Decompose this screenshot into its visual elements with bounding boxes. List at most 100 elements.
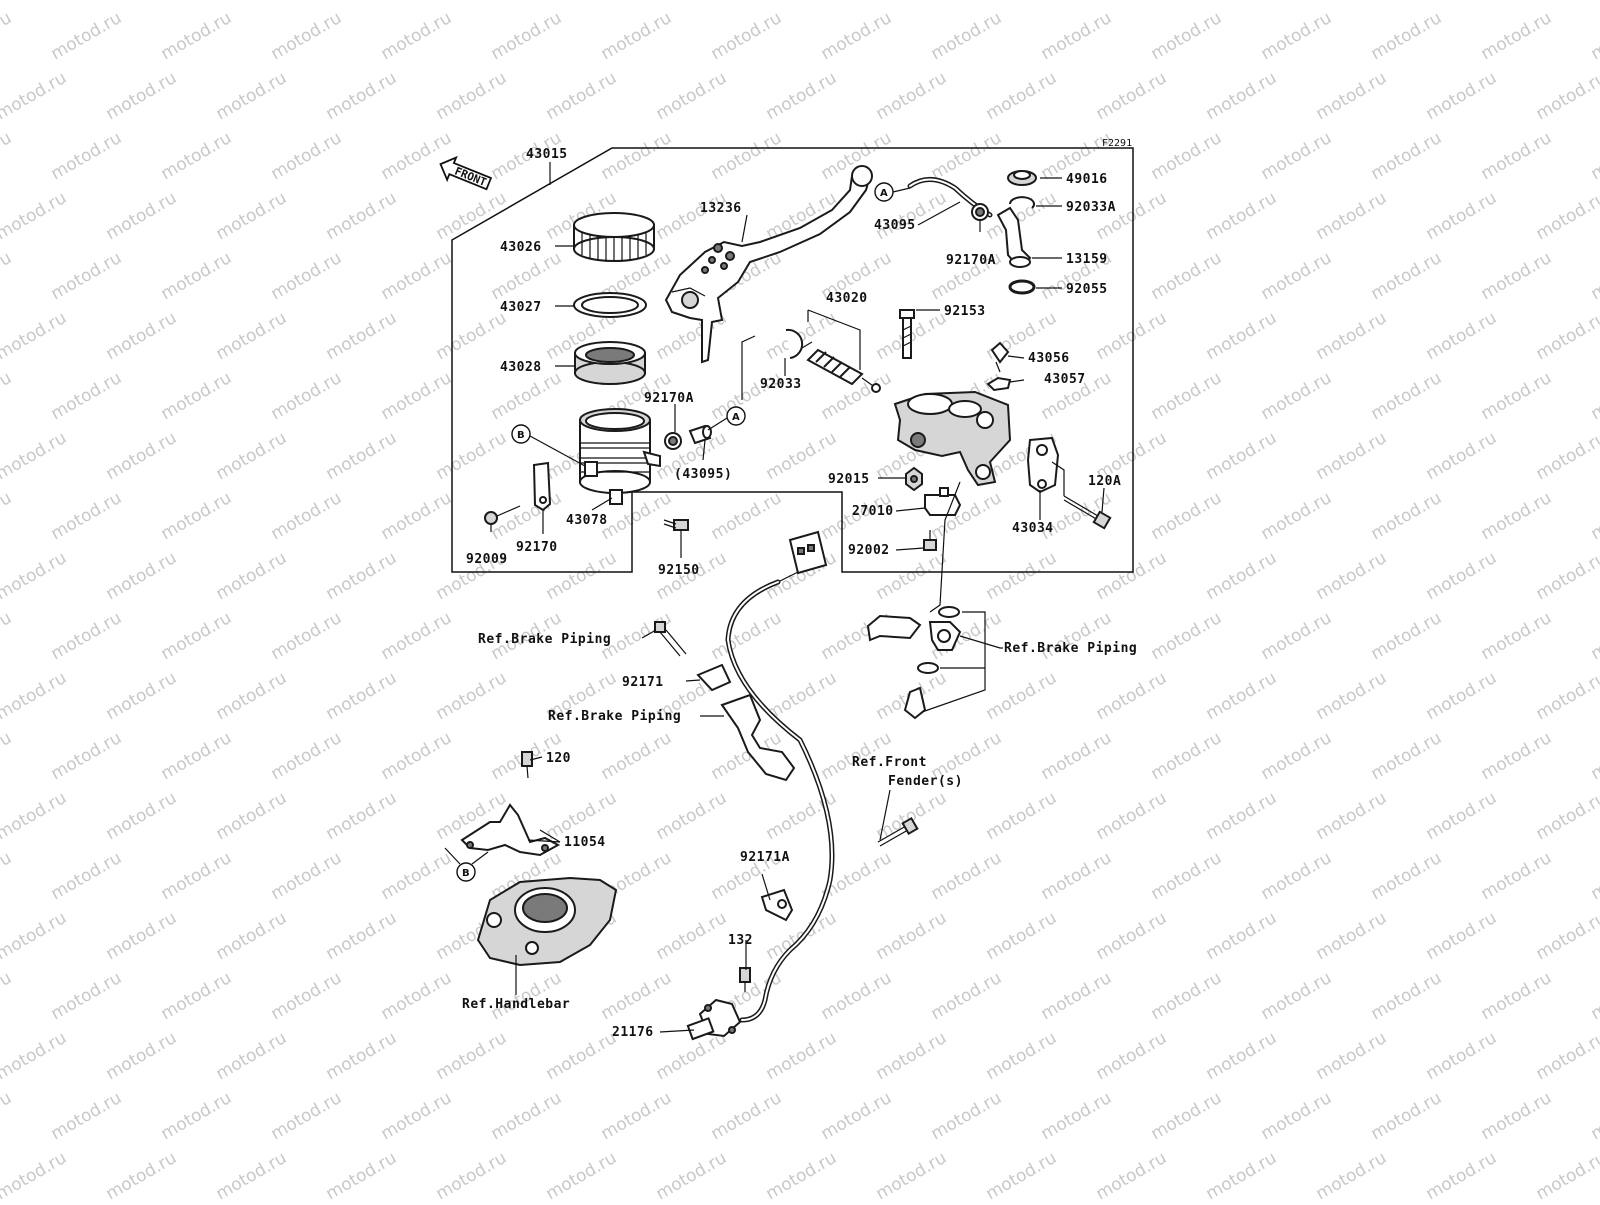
watermark-text: motod.ru — [103, 788, 181, 844]
label-43020: 43020 — [826, 291, 868, 306]
watermark-text: motod.ru — [1368, 728, 1446, 784]
front-label: FRONT — [453, 165, 489, 190]
watermark-text: motod.ru — [0, 248, 15, 304]
watermark-text: motod.ru — [268, 608, 346, 664]
watermark-text: motod.ru — [873, 68, 951, 124]
label-43034: 43034 — [1012, 521, 1054, 536]
watermark-text: motod.ru — [653, 788, 731, 844]
label-92153: 92153 — [944, 304, 986, 319]
watermark-text: motod.ru — [213, 0, 291, 4]
watermark-text: motod.ru — [1313, 788, 1391, 844]
watermark-text: motod.ru — [1533, 788, 1600, 844]
watermark-text: motod.ru — [213, 428, 291, 484]
watermark-text: motod.ru — [103, 908, 181, 964]
watermark-text: motod.ru — [0, 968, 15, 1024]
watermark-text: motod.ru — [378, 728, 456, 784]
watermark-text: motod.ru — [1203, 548, 1281, 604]
watermark-text: motod.ru — [598, 8, 676, 64]
watermark-text: motod.ru — [1203, 1148, 1281, 1200]
lever-pivot-bolt — [900, 310, 914, 358]
label-92150: 92150 — [658, 563, 700, 578]
watermark-text: motod.ru — [378, 968, 456, 1024]
watermark-text: motod.ru — [1478, 1088, 1556, 1144]
watermark-text: motod.ru — [433, 188, 511, 244]
watermark-text: motod.ru — [378, 848, 456, 904]
watermark-text: motod.ru — [488, 1088, 566, 1144]
watermark-text: motod.ru — [1533, 68, 1600, 124]
watermark-text: motod.ru — [378, 488, 456, 544]
watermark-text: motod.ru — [0, 428, 70, 484]
watermark-text: motod.ru — [323, 1148, 401, 1200]
watermark-text: motod.ru — [1423, 1028, 1501, 1084]
label-92171a: 92171A — [740, 850, 790, 865]
watermark-text: motod.ru — [1258, 368, 1336, 424]
watermark-text: motod.ru — [1478, 968, 1556, 1024]
watermark-text: motod.ru — [983, 908, 1061, 964]
watermark-text: motod.ru — [103, 0, 181, 4]
watermark-text: motod.ru — [1093, 548, 1171, 604]
watermark-text: motod.ru — [0, 368, 15, 424]
watermark-text: motod.ru — [0, 1028, 70, 1084]
watermark-text: motod.ru — [103, 188, 181, 244]
watermark-text: motod.ru — [983, 548, 1061, 604]
watermark-text: motod.ru — [1203, 668, 1281, 724]
watermark-text: motod.ru — [48, 848, 126, 904]
watermark-text: motod.ru — [213, 788, 291, 844]
watermark-text: motod.ru — [323, 668, 401, 724]
label-92033: 92033 — [760, 377, 802, 392]
label-132: 132 — [728, 933, 753, 948]
watermark-text: motod.ru — [653, 188, 731, 244]
watermark-text: motod.ru — [1423, 548, 1501, 604]
watermark-text: motod.ru — [0, 0, 70, 4]
watermark-text: motod.ru — [983, 1028, 1061, 1084]
watermark-text: motod.ru — [378, 1088, 456, 1144]
watermark-text: motod.ru — [928, 8, 1006, 64]
watermark-text: motod.ru — [708, 488, 786, 544]
bracket-bolt — [522, 752, 532, 778]
watermark-text: motod.ru — [1148, 968, 1226, 1024]
watermark-text: motod.ru — [928, 848, 1006, 904]
watermark-text: motod.ru — [48, 128, 126, 184]
watermark-text: motod.ru — [213, 188, 291, 244]
watermark-text: motod.ru — [1093, 1148, 1171, 1200]
label-13236: 13236 — [700, 201, 742, 216]
watermark-text: motod.ru — [323, 548, 401, 604]
watermark-text: motod.ru — [1203, 0, 1281, 4]
watermark-text: motod.ru — [268, 968, 346, 1024]
watermark-text: motod.ru — [268, 1088, 346, 1144]
watermark-text: motod.ru — [543, 1148, 621, 1200]
callout-a-mid-label: A — [732, 412, 740, 423]
watermark-text: motod.ru — [213, 308, 291, 364]
watermark-text: motod.ru — [1093, 668, 1171, 724]
label-92170a-right: 92170A — [946, 253, 996, 268]
watermark-text: motod.ru — [1258, 968, 1336, 1024]
reservoir-diaphragm — [575, 342, 645, 384]
watermark-text: motod.ru — [1148, 8, 1226, 64]
watermark-text: motod.ru — [818, 8, 896, 64]
callout-b-top: B — [512, 425, 585, 466]
watermark-text: motod.ru — [708, 8, 786, 64]
watermark-text: motod.ru — [158, 248, 236, 304]
watermark-text: motod.ru — [983, 1148, 1061, 1200]
watermark-text: motod.ru — [1588, 128, 1600, 184]
watermark-text: motod.ru — [1478, 368, 1556, 424]
label-92002: 92002 — [848, 543, 890, 558]
watermark-text: motod.ru — [1478, 128, 1556, 184]
watermark-text: motod.ru — [0, 308, 70, 364]
watermark-text: motod.ru — [103, 308, 181, 364]
watermark-text: motod.ru — [873, 1028, 951, 1084]
watermark-text: motod.ru — [213, 68, 291, 124]
watermark-text: motod.ru — [1368, 248, 1446, 304]
watermark-text: motod.ru — [323, 0, 401, 4]
watermark-text: motod.ru — [1423, 1148, 1501, 1200]
watermark-text: motod.ru — [1313, 548, 1391, 604]
callout-b-top-label: B — [517, 430, 525, 441]
watermark-text: motod.ru — [1588, 368, 1600, 424]
callout-b-bottom-label: B — [462, 868, 470, 879]
watermark-text: motod.ru — [1258, 728, 1336, 784]
label-43027: 43027 — [500, 300, 542, 315]
watermark-text: motod.ru — [1533, 908, 1600, 964]
reservoir-body — [580, 409, 660, 504]
watermark-text: motod.ru — [158, 488, 236, 544]
